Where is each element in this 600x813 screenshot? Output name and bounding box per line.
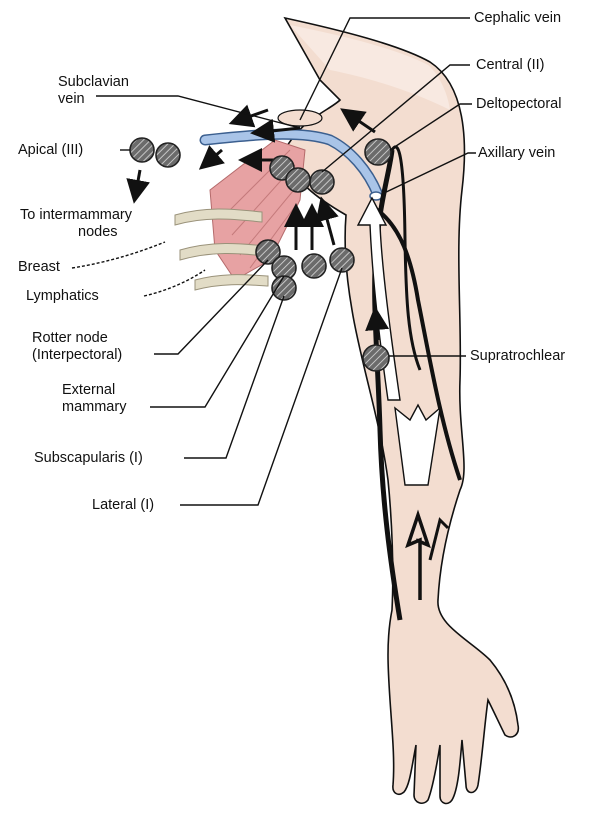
label-subscapularis: Subscapularis (I) xyxy=(34,450,143,467)
lateral-node xyxy=(302,254,326,278)
label-central: Central (II) xyxy=(476,57,545,74)
label-deltopectoral: Deltopectoral xyxy=(476,96,561,113)
supratrochlear-node xyxy=(363,345,389,371)
central-node xyxy=(310,170,334,194)
label-axillary-vein: Axillary vein xyxy=(478,145,555,162)
apical-node xyxy=(130,138,154,162)
label-to-intermammary-nodes: To intermammary nodes xyxy=(20,207,132,241)
label-external-mammary: External mammary xyxy=(62,382,126,416)
label-cephalic-vein: Cephalic vein xyxy=(474,10,561,27)
apical-node xyxy=(156,143,180,167)
label-apical: Apical (III) xyxy=(18,142,83,159)
central-node xyxy=(286,168,310,192)
label-rotter-node: Rotter node (Interpectoral) xyxy=(32,330,122,364)
deltopectoral-node xyxy=(365,139,391,165)
label-subclavian-vein: Subclavian vein xyxy=(58,74,129,108)
label-breast: Breast xyxy=(18,259,60,276)
label-lateral: Lateral (I) xyxy=(92,497,154,514)
label-supratrochlear: Supratrochlear xyxy=(470,348,565,365)
label-lymphatics: Lymphatics xyxy=(26,288,99,305)
